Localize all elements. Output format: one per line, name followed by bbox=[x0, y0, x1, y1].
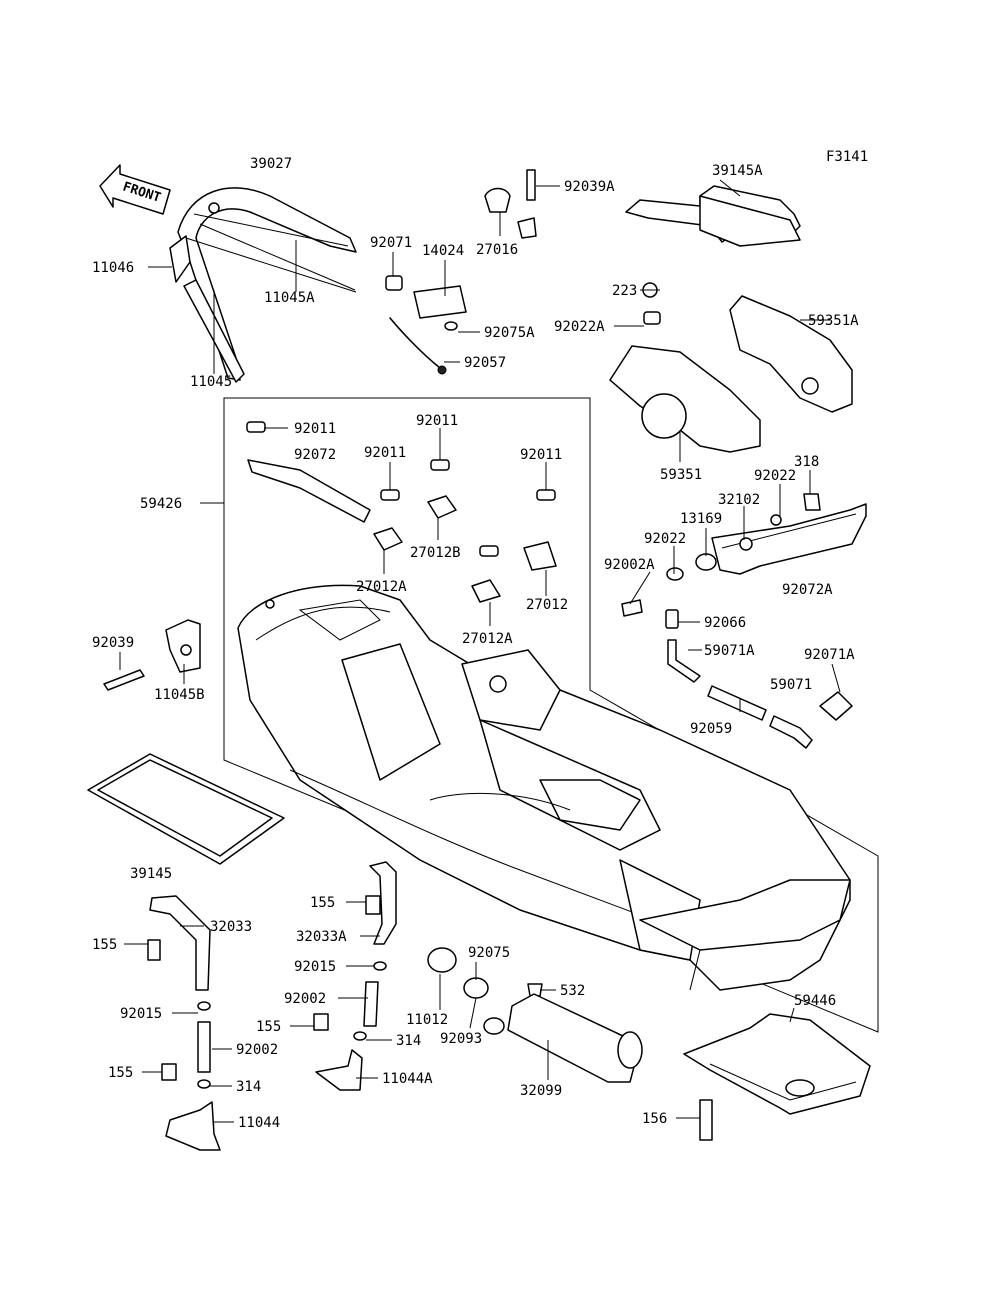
callout-223: 223 bbox=[612, 283, 637, 299]
callout-92071: 92071 bbox=[370, 235, 412, 251]
skid-plate bbox=[683, 1013, 871, 1141]
callout-92039A: 92039A bbox=[564, 179, 615, 195]
callout-92015-b: 92015 bbox=[294, 959, 336, 975]
callout-39145: 39145 bbox=[130, 866, 172, 882]
callout-532: 532 bbox=[560, 983, 585, 999]
callout-11044A: 11044A bbox=[382, 1071, 433, 1087]
callout-39145A: 39145A bbox=[712, 163, 763, 179]
callout-labels: 39027 11046 11045A 11045 92071 14024 920… bbox=[92, 156, 859, 1131]
callout-27012A-1: 27012A bbox=[356, 579, 407, 595]
callout-92093: 92093 bbox=[440, 1031, 482, 1047]
callout-155-b: 155 bbox=[108, 1065, 133, 1081]
callout-11012: 11012 bbox=[406, 1012, 448, 1028]
callout-92022-b: 92022 bbox=[754, 468, 796, 484]
callout-155-d: 155 bbox=[256, 1019, 281, 1035]
callout-92057: 92057 bbox=[464, 355, 506, 371]
callout-92002-b: 92002 bbox=[284, 991, 326, 1007]
callout-59446: 59446 bbox=[794, 993, 836, 1009]
callout-318: 318 bbox=[794, 454, 819, 470]
front-arrow-icon: FRONT bbox=[99, 164, 171, 215]
callout-92011-b: 92011 bbox=[364, 445, 406, 461]
callout-32102: 32102 bbox=[718, 492, 760, 508]
callout-92011-c: 92011 bbox=[416, 413, 458, 429]
callout-92011-a: 92011 bbox=[294, 421, 336, 437]
callout-27012B: 27012B bbox=[410, 545, 461, 561]
bracket-11045b bbox=[103, 619, 201, 691]
callout-155-c: 155 bbox=[310, 895, 335, 911]
callout-11045: 11045 bbox=[190, 374, 232, 390]
callout-92075A: 92075A bbox=[484, 325, 535, 341]
callout-59071: 59071 bbox=[770, 677, 812, 693]
callout-92002-a: 92002 bbox=[236, 1042, 278, 1058]
callout-32033: 32033 bbox=[210, 919, 252, 935]
callout-11046: 11046 bbox=[92, 260, 134, 276]
callout-59351: 59351 bbox=[660, 467, 702, 483]
callout-32099: 32099 bbox=[520, 1083, 562, 1099]
callout-156: 156 bbox=[642, 1111, 667, 1127]
callout-59071A: 59071A bbox=[704, 643, 755, 659]
callout-27012A-2: 27012A bbox=[462, 631, 513, 647]
callout-314-b: 314 bbox=[396, 1033, 421, 1049]
callout-314-a: 314 bbox=[236, 1079, 261, 1095]
rear-handle bbox=[695, 493, 867, 575]
leader-lines bbox=[119, 179, 841, 1123]
callout-14024: 14024 bbox=[422, 243, 464, 259]
callout-155-a: 155 bbox=[92, 937, 117, 953]
callout-32033A: 32033A bbox=[296, 929, 347, 945]
gasket-39145 bbox=[87, 753, 285, 865]
top-small-parts bbox=[385, 169, 537, 375]
callout-59426: 59426 bbox=[140, 496, 182, 512]
callout-13169: 13169 bbox=[680, 511, 722, 527]
assembly-outline bbox=[223, 397, 879, 1033]
callout-11045B: 11045B bbox=[154, 687, 205, 703]
callout-39027: 39027 bbox=[250, 156, 292, 172]
callout-92071A: 92071A bbox=[804, 647, 855, 663]
callout-92066: 92066 bbox=[704, 615, 746, 631]
figure-code: F3141 bbox=[826, 149, 868, 165]
lower-center-parts bbox=[313, 861, 643, 1091]
callout-92072: 92072 bbox=[294, 447, 336, 463]
callout-27012: 27012 bbox=[526, 597, 568, 613]
brackets bbox=[246, 421, 557, 603]
grab-handle-assembly bbox=[169, 187, 357, 383]
callout-92002A: 92002A bbox=[604, 557, 655, 573]
callout-92039: 92039 bbox=[92, 635, 134, 651]
callout-92011-d: 92011 bbox=[520, 447, 562, 463]
seat-cover bbox=[625, 185, 801, 247]
callout-92059: 92059 bbox=[690, 721, 732, 737]
hull-body bbox=[237, 584, 851, 991]
callout-27016: 27016 bbox=[476, 242, 518, 258]
callout-92072A: 92072A bbox=[782, 582, 833, 598]
callout-92015-a: 92015 bbox=[120, 1006, 162, 1022]
callout-92022A: 92022A bbox=[554, 319, 605, 335]
callout-11045A: 11045A bbox=[264, 290, 315, 306]
callout-92022-c: 92022 bbox=[644, 531, 686, 547]
callout-11044: 11044 bbox=[238, 1115, 280, 1131]
callout-59351A: 59351A bbox=[808, 313, 859, 329]
lower-left-parts bbox=[147, 895, 221, 1151]
rear-covers bbox=[609, 282, 853, 453]
drain-fittings bbox=[621, 567, 853, 749]
callout-92075: 92075 bbox=[468, 945, 510, 961]
